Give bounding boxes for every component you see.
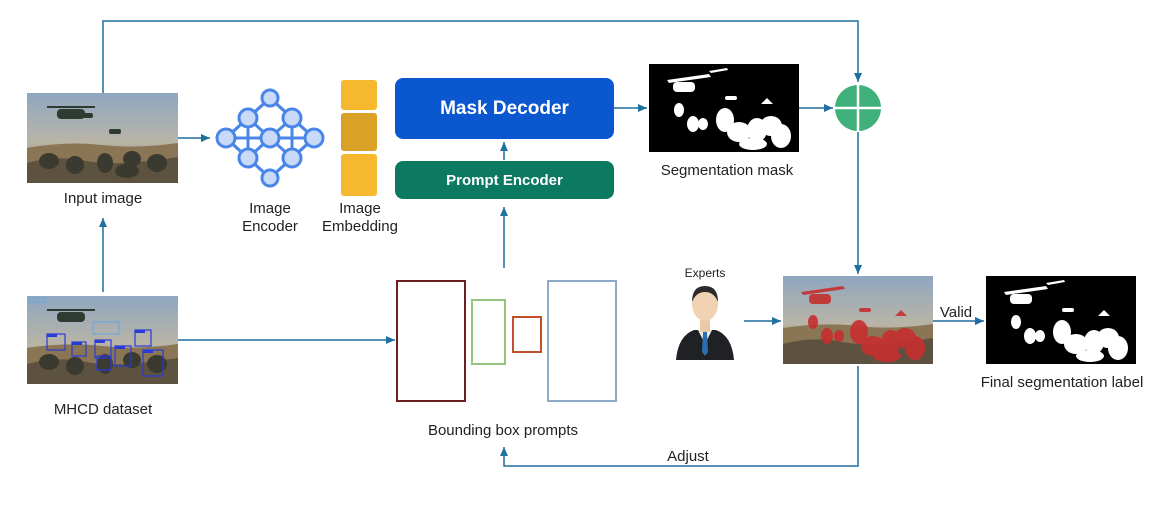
skip-connection-arrow [102,20,862,93]
merge-plus-icon [835,85,881,131]
segmentation-mask-label: Segmentation mask [660,162,794,179]
mhcd-dataset-image [27,296,178,384]
image-encoder-label: Image Encoder [242,200,298,235]
adjust-label: Adjust [667,448,709,465]
bbox-prompt-dark-red [396,280,466,402]
input-image [27,93,178,183]
valid-label: Valid [939,304,973,321]
image-embedding-label: Image Embedding [322,200,398,235]
experts-label: Experts [684,266,726,280]
review-overlay-image [783,276,933,364]
mhcd-dataset-label: MHCD dataset [53,401,153,418]
input-image-label: Input image [63,190,143,207]
image-embedding-stack [341,80,377,196]
expert-person-icon [676,286,734,360]
bbox-prompt-green [471,299,506,365]
bbox-prompt-blue [547,280,617,402]
prompt-encoder-box: Prompt Encoder [395,161,614,199]
bbox-prompt-orange [512,316,542,353]
embedding-block-middle [341,113,377,151]
final-segmentation-label: Final segmentation label [980,374,1144,391]
bounding-box-prompts-label: Bounding box prompts [427,422,579,439]
prompt-encoder-label: Prompt Encoder [446,171,563,189]
embedding-block-top [341,80,377,110]
final-segmentation-image [986,276,1136,364]
segmentation-mask-image [649,64,799,152]
adjust-arrow [500,366,859,467]
mask-decoder-label: Mask Decoder [440,97,569,119]
neural-network-icon [215,88,325,188]
mask-decoder-box: Mask Decoder [395,78,614,139]
embedding-block-bottom [341,154,377,196]
